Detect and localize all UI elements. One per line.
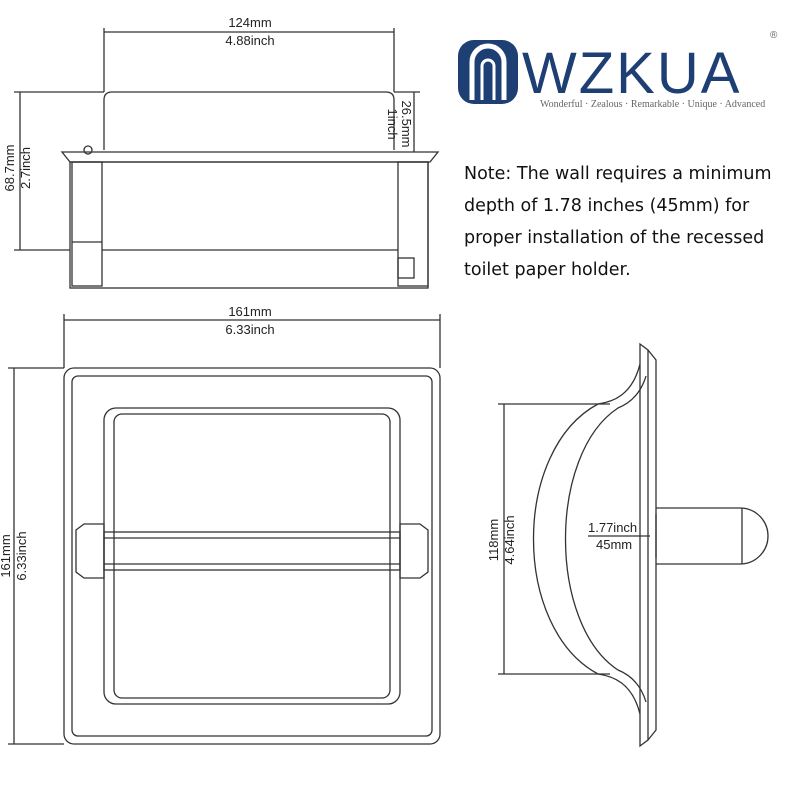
side-view: [498, 342, 769, 748]
logo-mark-icon: [458, 40, 518, 104]
brand-logo: WZKUA ® Wonderful · Zealous · Remarkable…: [458, 30, 778, 110]
installation-note: Note: The wall requires a minimum depth …: [464, 164, 772, 280]
top-height-in: 2.7inch: [18, 147, 33, 189]
flange-in: 1inch: [385, 108, 400, 139]
front-height-in: 6.33inch: [14, 531, 29, 580]
registered-mark: ®: [770, 30, 778, 41]
depth-in: 1.77inch: [588, 520, 637, 535]
side-height-mm: 118mm: [486, 519, 501, 561]
top-view: [14, 28, 440, 289]
front-width-in: 6.33inch: [225, 322, 274, 337]
front-height-mm: 161mm: [0, 534, 13, 577]
flange-mm: 26.5mm: [399, 101, 414, 148]
top-width-mm: 124mm: [228, 15, 271, 30]
front-view: [8, 314, 441, 745]
top-height-mm: 68.7mm: [2, 145, 17, 192]
side-height-in: 4.64inch: [502, 515, 517, 564]
top-width-in: 4.88inch: [225, 33, 274, 48]
brand-name: WZKUA: [522, 41, 741, 106]
brand-tagline: Wonderful · Zealous · Remarkable · Uniqu…: [540, 99, 765, 110]
depth-mm: 45mm: [596, 537, 632, 552]
front-width-mm: 161mm: [228, 304, 271, 319]
